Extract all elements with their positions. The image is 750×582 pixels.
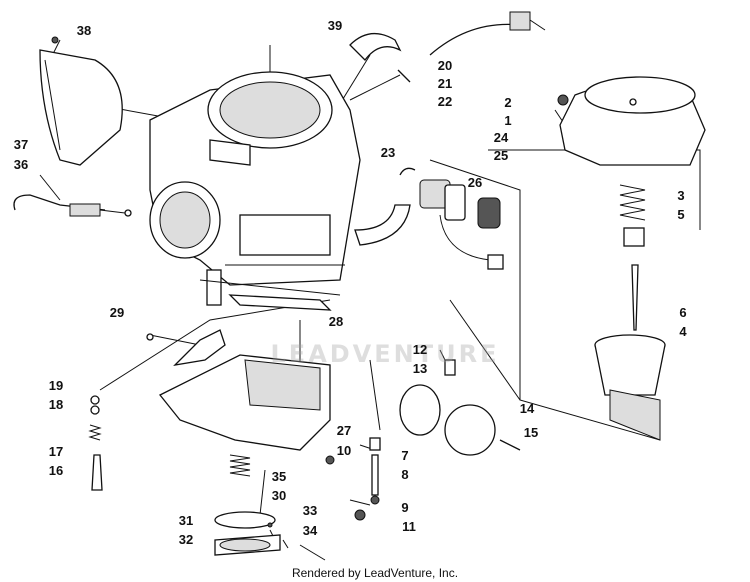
spring-35 — [229, 454, 251, 477]
callout-29: 29 — [109, 305, 125, 320]
cable-end — [124, 209, 132, 217]
callout-15: 15 — [523, 425, 539, 440]
washer-18 — [90, 405, 100, 415]
watermark: LEADVENTURE — [270, 340, 500, 368]
screw-34 — [282, 539, 289, 549]
carburetor-body — [149, 71, 411, 306]
bowl-gasket — [228, 294, 332, 311]
float-left — [399, 384, 441, 436]
callout-5: 5 — [677, 207, 685, 222]
callout-27: 27 — [336, 423, 352, 438]
callout-25: 25 — [493, 148, 509, 163]
callout-19: 19 — [48, 378, 64, 393]
callout-17: 17 — [48, 444, 64, 459]
callout-9: 9 — [401, 500, 409, 515]
callout-34: 34 — [302, 523, 318, 538]
callout-30: 30 — [271, 488, 287, 503]
sensor-screw — [397, 69, 411, 83]
needle-retainer — [623, 227, 645, 247]
float-cover — [39, 49, 123, 166]
spring-17 — [88, 424, 102, 441]
callout-6: 6 — [679, 305, 687, 320]
starter-body — [444, 184, 466, 221]
float-arm — [173, 329, 226, 366]
needle-jet — [371, 454, 379, 496]
screw-33 — [267, 522, 273, 528]
float-pin — [146, 333, 154, 341]
float-right — [444, 404, 496, 456]
diaphragm-31 — [214, 511, 276, 529]
callout-26: 26 — [467, 175, 483, 190]
callout-39: 39 — [327, 18, 343, 33]
starter-cap — [477, 197, 501, 229]
credit-text: Rendered by LeadVenture, Inc. — [291, 566, 459, 580]
callout-28: 28 — [328, 314, 344, 329]
throttle-slide — [594, 334, 666, 441]
throttle-cable — [13, 194, 106, 211]
starter-clip — [399, 167, 416, 176]
starter-connector — [487, 254, 504, 270]
jet-10 — [325, 455, 335, 465]
callout-18: 18 — [48, 397, 64, 412]
callout-16: 16 — [48, 463, 64, 478]
sensor-connector — [509, 11, 531, 31]
top-cover — [557, 76, 706, 166]
callout-36: 36 — [13, 157, 29, 172]
callout-12: 12 — [412, 342, 428, 357]
callout-3: 3 — [677, 188, 685, 203]
jet-11 — [354, 509, 366, 521]
callout-32: 32 — [178, 532, 194, 547]
diaphragm-spring — [619, 184, 646, 221]
float-pin-15 — [499, 439, 521, 451]
needle-valve — [444, 359, 456, 376]
callout-11: 11 — [402, 519, 416, 534]
jet-needle — [631, 264, 639, 331]
sensor-wire — [429, 23, 521, 56]
callout-35: 35 — [271, 469, 287, 484]
pilot-screw — [91, 454, 103, 491]
callout-37: 37 — [13, 137, 29, 152]
callout-38: 38 — [76, 23, 92, 38]
callout-22: 22 — [437, 94, 453, 109]
callout-23: 23 — [380, 145, 396, 160]
callout-1: 1 — [504, 113, 512, 128]
cable-adjuster — [69, 203, 101, 217]
o-ring-19 — [90, 395, 100, 405]
main-jet — [369, 437, 381, 451]
callout-20: 20 — [437, 58, 453, 73]
callout-13: 13 — [412, 361, 428, 376]
callout-4: 4 — [679, 324, 687, 339]
callout-8: 8 — [401, 467, 409, 482]
callout-24: 24 — [493, 130, 509, 145]
callout-14: 14 — [519, 401, 535, 416]
callout-7: 7 — [401, 448, 409, 463]
callout-2: 2 — [504, 95, 512, 110]
callout-31: 31 — [178, 513, 194, 528]
vent-hose — [349, 33, 402, 61]
screw-38 — [51, 36, 59, 44]
jet-9 — [370, 495, 380, 505]
callout-21: 21 — [437, 76, 453, 91]
float-bowl — [158, 354, 331, 451]
callout-10: 10 — [336, 443, 352, 458]
callout-33: 33 — [302, 503, 318, 518]
